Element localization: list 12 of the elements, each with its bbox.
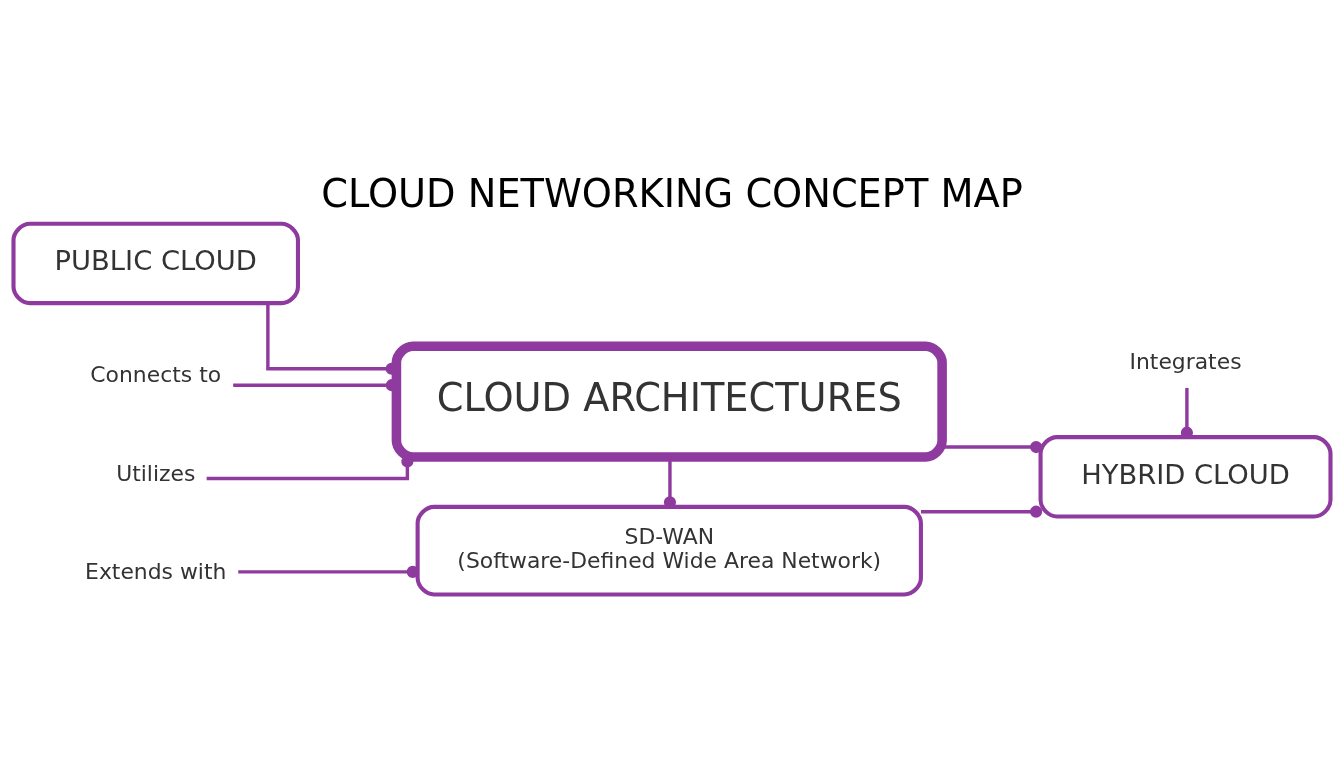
node-box: PUBLIC CLOUD <box>11 221 300 305</box>
connector <box>920 505 1043 518</box>
node-text: Extends with <box>85 558 227 584</box>
connector <box>238 565 419 578</box>
node-text: Connects to <box>90 361 222 387</box>
node-box: CLOUD ARCHITECTURES <box>391 340 947 462</box>
connector <box>942 440 1043 453</box>
diagram-title: CLOUD NETWORKING CONCEPT MAP <box>321 170 1023 216</box>
node-text: Integrates <box>1129 348 1242 373</box>
node-text: Utilizes <box>116 460 196 486</box>
node-box: HYBRID CLOUD <box>1038 434 1333 518</box>
node-box: SD-WAN (Software-Defined Wide Area Network) <box>415 504 923 596</box>
